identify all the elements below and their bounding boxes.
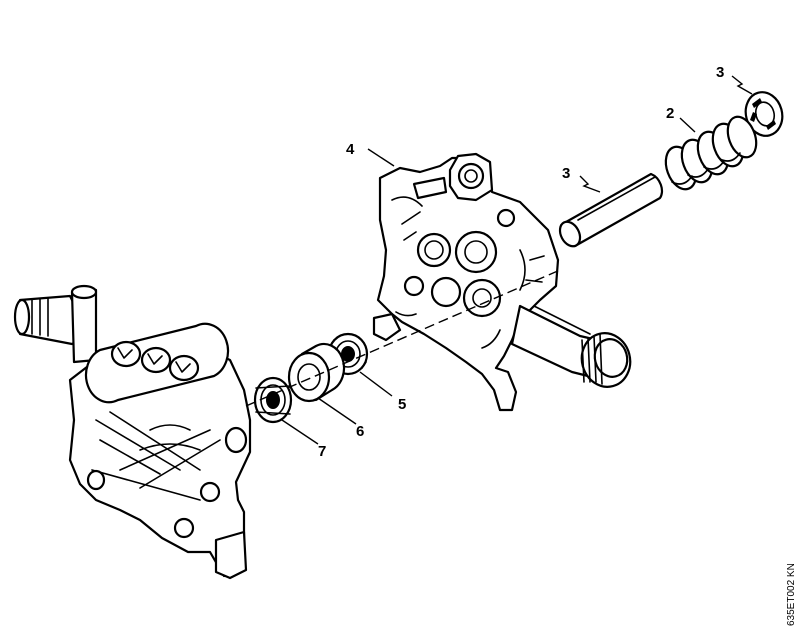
inlet-fitting — [510, 304, 632, 388]
callout-3-top: 3 — [716, 64, 724, 81]
callout-3-middle: 3 — [562, 165, 570, 182]
part-3-retaining-washer — [744, 91, 784, 137]
callout-2: 2 — [666, 105, 674, 122]
part-6-spacer-ring — [287, 342, 346, 403]
drawing-code: 635ET002 KN — [786, 563, 797, 626]
callout-7: 7 — [318, 443, 326, 460]
part-2-coil-spring — [664, 115, 758, 191]
part-4-pump-housing — [372, 152, 560, 412]
leader-lines — [281, 75, 753, 445]
part-3-piston-rod — [558, 172, 664, 248]
callout-5: 5 — [398, 396, 406, 413]
callout-6: 6 — [356, 423, 364, 440]
pump-body — [13, 284, 252, 580]
assembly-axis — [245, 269, 561, 407]
callout-4: 4 — [346, 141, 355, 158]
